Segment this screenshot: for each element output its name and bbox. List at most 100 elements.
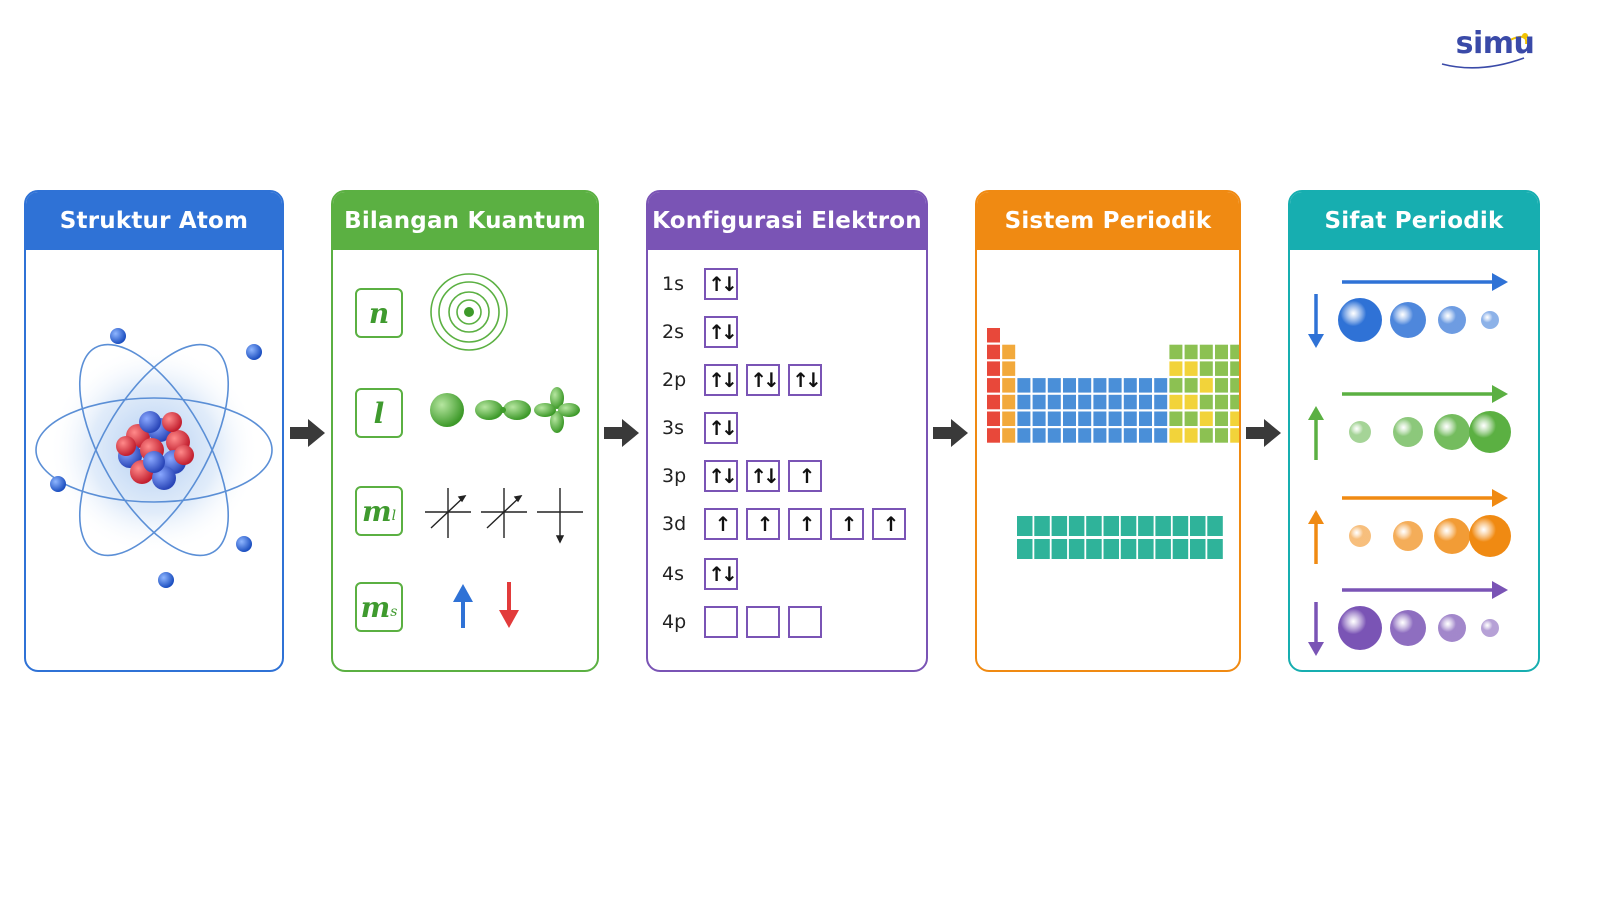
element-cell	[1108, 428, 1122, 443]
atom-size-ball	[1349, 421, 1371, 443]
orbital-label: 1s	[662, 273, 684, 295]
element-cell	[1017, 394, 1031, 410]
element-cell	[987, 411, 1000, 426]
element-cell	[1139, 411, 1152, 426]
element-cell	[1215, 428, 1228, 443]
atom-size-ball	[1393, 417, 1423, 447]
f-block-cell	[1120, 539, 1137, 559]
element-cell	[1063, 428, 1076, 443]
element-cell	[1169, 361, 1183, 376]
element-cell	[1093, 378, 1107, 393]
orbital-row: ↑↓↑↓↑	[704, 460, 822, 492]
element-cell	[1184, 344, 1198, 360]
f-block-cell	[1068, 539, 1085, 559]
f-block-cell	[1086, 539, 1102, 559]
element-cell	[987, 378, 1000, 393]
panel-sifat-periodik: Sifat Periodik	[1288, 190, 1540, 672]
atom-size-ball	[1438, 306, 1466, 334]
element-cell	[1078, 428, 1092, 443]
element-cell	[987, 344, 1000, 360]
element-cell	[1123, 411, 1137, 426]
atom-size-ball	[1434, 414, 1470, 450]
f-block-cell	[1103, 539, 1119, 559]
atom-size-ball	[1338, 298, 1382, 342]
f-block-cell	[1138, 516, 1154, 536]
electron-icon	[50, 328, 262, 588]
element-cell	[1184, 411, 1198, 426]
element-cell	[1169, 394, 1183, 410]
orbital-box: ↑↓	[704, 268, 738, 300]
flow-arrow-icon	[933, 419, 968, 447]
element-cell	[1184, 378, 1198, 393]
element-cell	[1032, 428, 1046, 443]
element-cell	[1063, 411, 1076, 426]
element-cell	[1230, 344, 1239, 360]
element-cell	[1108, 394, 1122, 410]
flow-arrow-icon	[604, 419, 639, 447]
f-block-cell	[1155, 539, 1171, 559]
f-block-cell	[1207, 516, 1223, 536]
element-cell	[1154, 428, 1168, 443]
element-cell	[1002, 394, 1016, 410]
element-cell	[1169, 411, 1183, 426]
orbital-box: ↑↓	[704, 364, 738, 396]
atom-size-ball	[1481, 619, 1499, 637]
element-cell	[1002, 361, 1016, 376]
element-cell	[1047, 378, 1061, 393]
atom-size-ball	[1390, 610, 1426, 646]
element-cell	[1108, 378, 1122, 393]
orbital-box: ↑↓	[704, 460, 738, 492]
element-cell	[1093, 394, 1107, 410]
element-cell	[1184, 428, 1198, 443]
element-cell	[1002, 411, 1016, 426]
element-cell	[1093, 428, 1107, 443]
atom-model-icon	[35, 328, 273, 588]
orientation-axes-icon	[425, 488, 583, 544]
orbital-row: ↑↓	[704, 268, 738, 300]
atom-size-ball	[1434, 518, 1470, 554]
element-cell	[1169, 344, 1183, 360]
arrow-head-icon	[1492, 385, 1508, 403]
element-cell	[1230, 411, 1239, 426]
concentric-shells-icon	[430, 273, 508, 351]
element-cell	[1215, 344, 1228, 360]
element-cell	[1184, 361, 1198, 376]
element-cell	[1078, 411, 1092, 426]
quantum-symbol-n: n	[355, 288, 403, 338]
f-block-cell	[1120, 516, 1137, 536]
periodic-trends-icon	[1308, 273, 1511, 656]
atom-size-ball	[1349, 525, 1371, 547]
orbital-box: ↑↓	[746, 460, 780, 492]
element-cell	[1032, 378, 1046, 393]
f-block-cell	[1138, 539, 1154, 559]
orbital-label: 4s	[662, 563, 684, 585]
quantum-illustrations	[425, 273, 583, 628]
orbital-box	[704, 606, 738, 638]
element-cell	[1169, 378, 1183, 393]
element-cell	[1032, 394, 1046, 410]
element-cell	[1154, 394, 1168, 410]
orbital-label: 2p	[662, 369, 687, 391]
orbital-shapes-icon	[430, 387, 580, 433]
f-block-cell	[1172, 539, 1189, 559]
orbital-box: ↑↓	[746, 364, 780, 396]
element-cell	[1063, 394, 1076, 410]
orbital-box: ↑	[746, 508, 780, 540]
element-cell	[987, 394, 1000, 410]
element-cell	[1078, 378, 1092, 393]
panel-konfigurasi-elektron: Konfigurasi Elektron 1s↑↓2s↑↓2p↑↓↑↓↑↓3s↑…	[646, 190, 928, 672]
orbital-box: ↑↓	[704, 558, 738, 590]
orbital-row: ↑↓	[704, 558, 738, 590]
element-cell	[1002, 428, 1016, 443]
atom-size-ball	[1481, 311, 1499, 329]
arrow-head-icon	[1308, 406, 1324, 420]
logo-text: simu	[1455, 26, 1535, 61]
f-block-cell	[1190, 516, 1206, 536]
arrow-head-icon	[1308, 334, 1324, 348]
element-cell	[1154, 378, 1168, 393]
nucleus-icon	[116, 411, 194, 490]
f-block-cell	[1034, 516, 1050, 536]
element-cell	[1230, 394, 1239, 410]
